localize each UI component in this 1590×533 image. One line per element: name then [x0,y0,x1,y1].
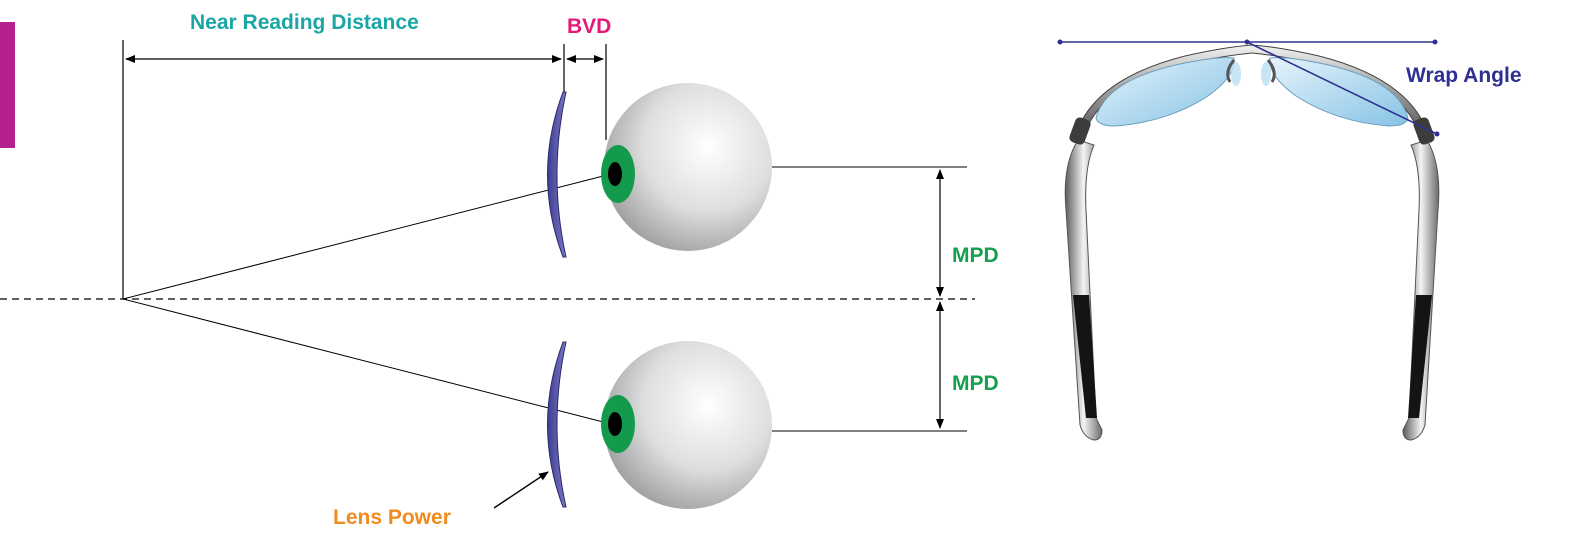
right-tinted-lens [1269,57,1409,127]
glasses-illustration [1064,44,1440,441]
bvd-label: BVD [567,15,612,38]
left-nose-pad [1226,59,1236,83]
right-temple-tip [1408,295,1432,418]
mpd-lower-label: MPD [952,372,999,395]
lens-power-pointer [493,471,549,509]
near-reading-distance-label: Near Reading Distance [190,11,419,34]
wrap-angle-lines [1057,39,1440,137]
left-tinted-lens [1095,57,1235,127]
right-nose-pad [1266,59,1276,83]
upper-eye [601,83,772,251]
lower-lens [547,341,567,508]
sight-line-upper [122,173,612,300]
accent-bar [0,22,15,148]
lower-eye [601,341,772,509]
lens-power-label: Lens Power [333,506,451,529]
mpd-upper-label: MPD [952,244,999,267]
upper-lens [547,91,567,258]
sight-line-lower [122,298,612,425]
wrap-angle-label: Wrap Angle [1406,64,1522,87]
left-temple-tip [1073,295,1097,418]
